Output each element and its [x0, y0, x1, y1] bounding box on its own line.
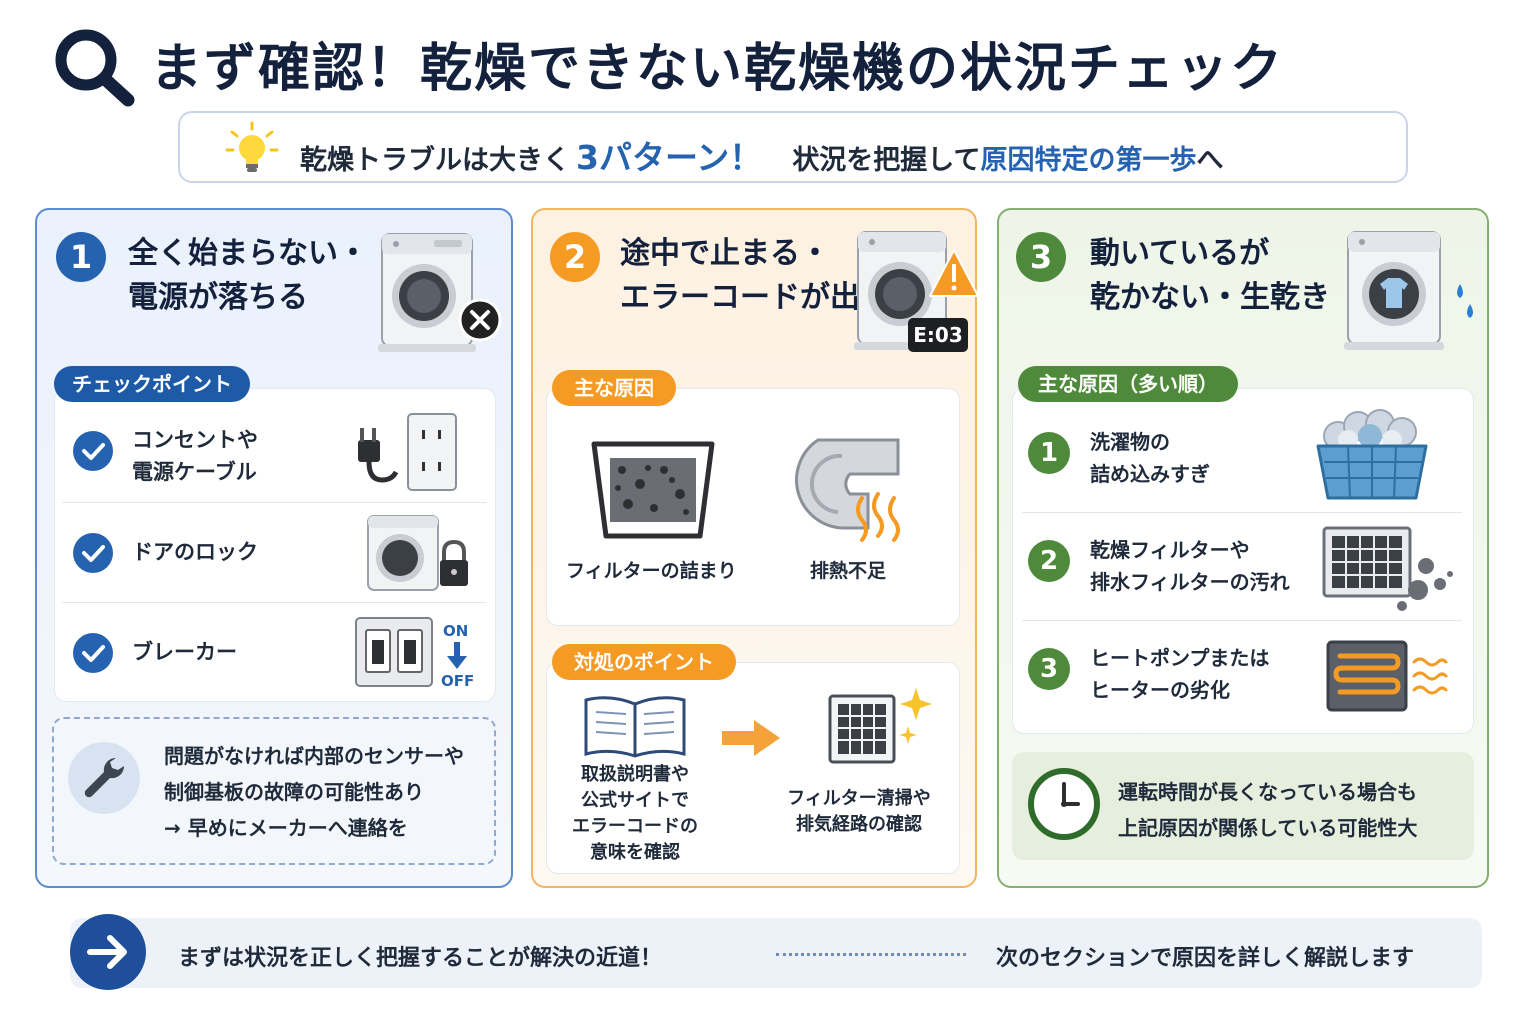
divider [62, 502, 486, 503]
footer-right-text: 次のセクションで原因を詳しく解説します [996, 946, 1415, 971]
check-icon [73, 431, 113, 471]
washing-machine-error-icon [378, 233, 502, 352]
panel2-title: 途中で止まる・エラーコードが出る [620, 236, 890, 315]
subtitle-bar [178, 111, 1408, 183]
actions-tag: 対処のポイント [552, 644, 736, 680]
lightbulb-icon [225, 121, 279, 172]
divider [62, 602, 486, 603]
clock-icon [1028, 768, 1100, 840]
divider [1022, 620, 1462, 621]
plug-outlet-icon [358, 413, 457, 491]
rank-number: 3 [1028, 648, 1070, 690]
rank-number: 2 [1028, 540, 1070, 582]
error-code-badge: E:03 [908, 318, 968, 352]
checkpoint-item-breaker: ブレーカー [132, 640, 237, 664]
panel3-note-text: 運転時間が長くなっている場合も上記原因が関係している可能性大 [1118, 780, 1418, 840]
arrow-right-circle-icon [70, 914, 146, 990]
arrow-down-icon [447, 642, 467, 669]
check-icon [73, 533, 113, 573]
switch-on-label: ON [443, 622, 469, 640]
footer-dotted-divider [776, 953, 966, 956]
checkpoint-tag: チェックポイント [54, 366, 250, 402]
action-clean-filter: フィルター清掃や排気経路の確認 [787, 788, 931, 835]
clean-filter-icon [828, 688, 932, 764]
ranked-causes-tag: 主な原因（多い順） [1018, 366, 1238, 402]
panel1-number: 1 [56, 232, 106, 282]
switch-off-label: OFF [441, 672, 475, 690]
checkpoint-item-door-lock: ドアのロック [132, 540, 258, 564]
door-lock-icon [367, 515, 468, 591]
heater-coil-icon [1326, 640, 1448, 712]
exhaust-duct-icon [795, 438, 900, 542]
cause-dirty-filters: 乾燥フィルターや排水フィルターの汚れ [1090, 538, 1290, 594]
divider [1022, 512, 1462, 513]
clogged-filter-icon [591, 441, 715, 539]
washing-machine-damp-icon [1344, 231, 1473, 350]
panel1-note-text: 問題がなければ内部のセンサーや制御基板の故障の可能性あり→ 早めにメーカーへ連絡… [164, 744, 464, 840]
check-icon [73, 633, 113, 673]
panel1-note-box [52, 717, 496, 865]
rank-number: 1 [1028, 432, 1070, 474]
panel1-title: 全く始まらない・電源が落ちる [128, 236, 368, 315]
panel2-number: 2 [550, 232, 600, 282]
cause-heater-degradation: ヒートポンプまたはヒーターの劣化 [1090, 646, 1270, 702]
washing-machine-warning-icon [854, 231, 979, 350]
page-title: まず確認！乾燥できない乾燥機の状況チェック [150, 39, 1285, 99]
footer-left-text: まずは状況を正しく把握することが解決の近道！ [178, 946, 663, 971]
manual-book-icon [584, 696, 686, 758]
search-icon [55, 29, 135, 107]
action-check-manual: 取扱説明書や公式サイトでエラーコードの意味を確認 [572, 764, 698, 863]
laundry-basket-icon [1316, 409, 1428, 500]
dirty-filter-icon [1322, 526, 1453, 611]
panel3-number: 3 [1016, 232, 1066, 282]
cause-filter-clog: フィルターの詰まり [566, 560, 737, 582]
causes-tag: 主な原因 [552, 370, 676, 406]
panel3-title: 動いているが乾かない・生乾き [1090, 236, 1330, 315]
wrench-icon [68, 742, 140, 814]
cause-overloading: 洗濯物の詰め込みすぎ [1090, 430, 1210, 486]
checkpoint-item-outlet: コンセントや電源ケーブル [132, 428, 258, 484]
breaker-icon [355, 617, 433, 687]
cause-poor-exhaust: 排熱不足 [810, 560, 887, 582]
arrow-right-icon [722, 720, 780, 756]
